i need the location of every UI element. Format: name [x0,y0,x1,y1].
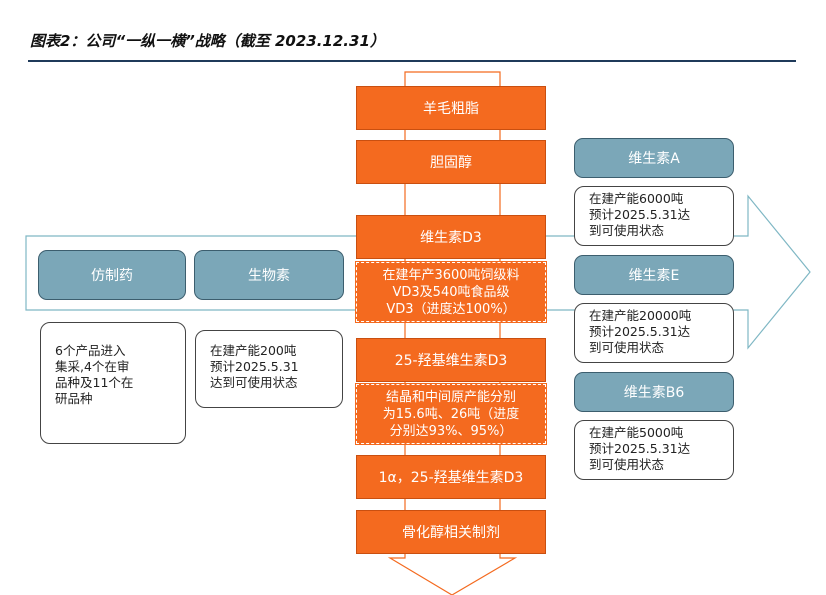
figure-title: 图表2：公司“一纵一横”战略（截至 2023.12.31） [30,32,385,50]
branch-box-biotin: 生物素 [194,250,344,300]
chain-box-calcitriol-preparations: 骨化醇相关制剂 [356,510,546,554]
branch-note-vitamin-a: 在建产能6000吨 预计2025.5.31达 到可使用状态 [574,186,734,246]
branch-box-generic-drugs: 仿制药 [38,250,186,300]
branch-box-vitamin-a: 维生素A [574,138,734,178]
branch-box-vitamin-e: 维生素E [574,255,734,295]
chain-box-vitamin-d3: 维生素D3 [356,215,546,259]
chain-box-1a25-hydroxy-d3: 1α，25-羟基维生素D3 [356,455,546,499]
branch-note-biotin: 在建产能200吨 预计2025.5.31 达到可使用状态 [195,330,343,408]
horizontal-arrow-outline [25,194,811,350]
branch-note-vitamin-e: 在建产能20000吨 预计2025.5.31达 到可使用状态 [574,303,734,363]
chain-box-lanolin: 羊毛粗脂 [356,86,546,130]
branch-box-vitamin-b6: 维生素B6 [574,372,734,412]
chain-box-25-hydroxy-d3: 25-羟基维生素D3 [356,338,546,382]
branch-note-generic-drugs: 6个产品进入 集采,4个在审 品种及11个在 研品种 [40,322,186,444]
title-divider [28,60,796,62]
chain-box-cholesterol: 胆固醇 [356,140,546,184]
chain-note-crystal-capacity: 结晶和中间原产能分别 为15.6吨、26吨（进度 分别达93%、95%） [355,383,547,445]
branch-note-vitamin-b6: 在建产能5000吨 预计2025.5.31达 到可使用状态 [574,420,734,480]
chain-note-vd3-capacity: 在建年产3600吨饲级料 VD3及540吨食品级 VD3（进度达100%） [355,261,547,323]
